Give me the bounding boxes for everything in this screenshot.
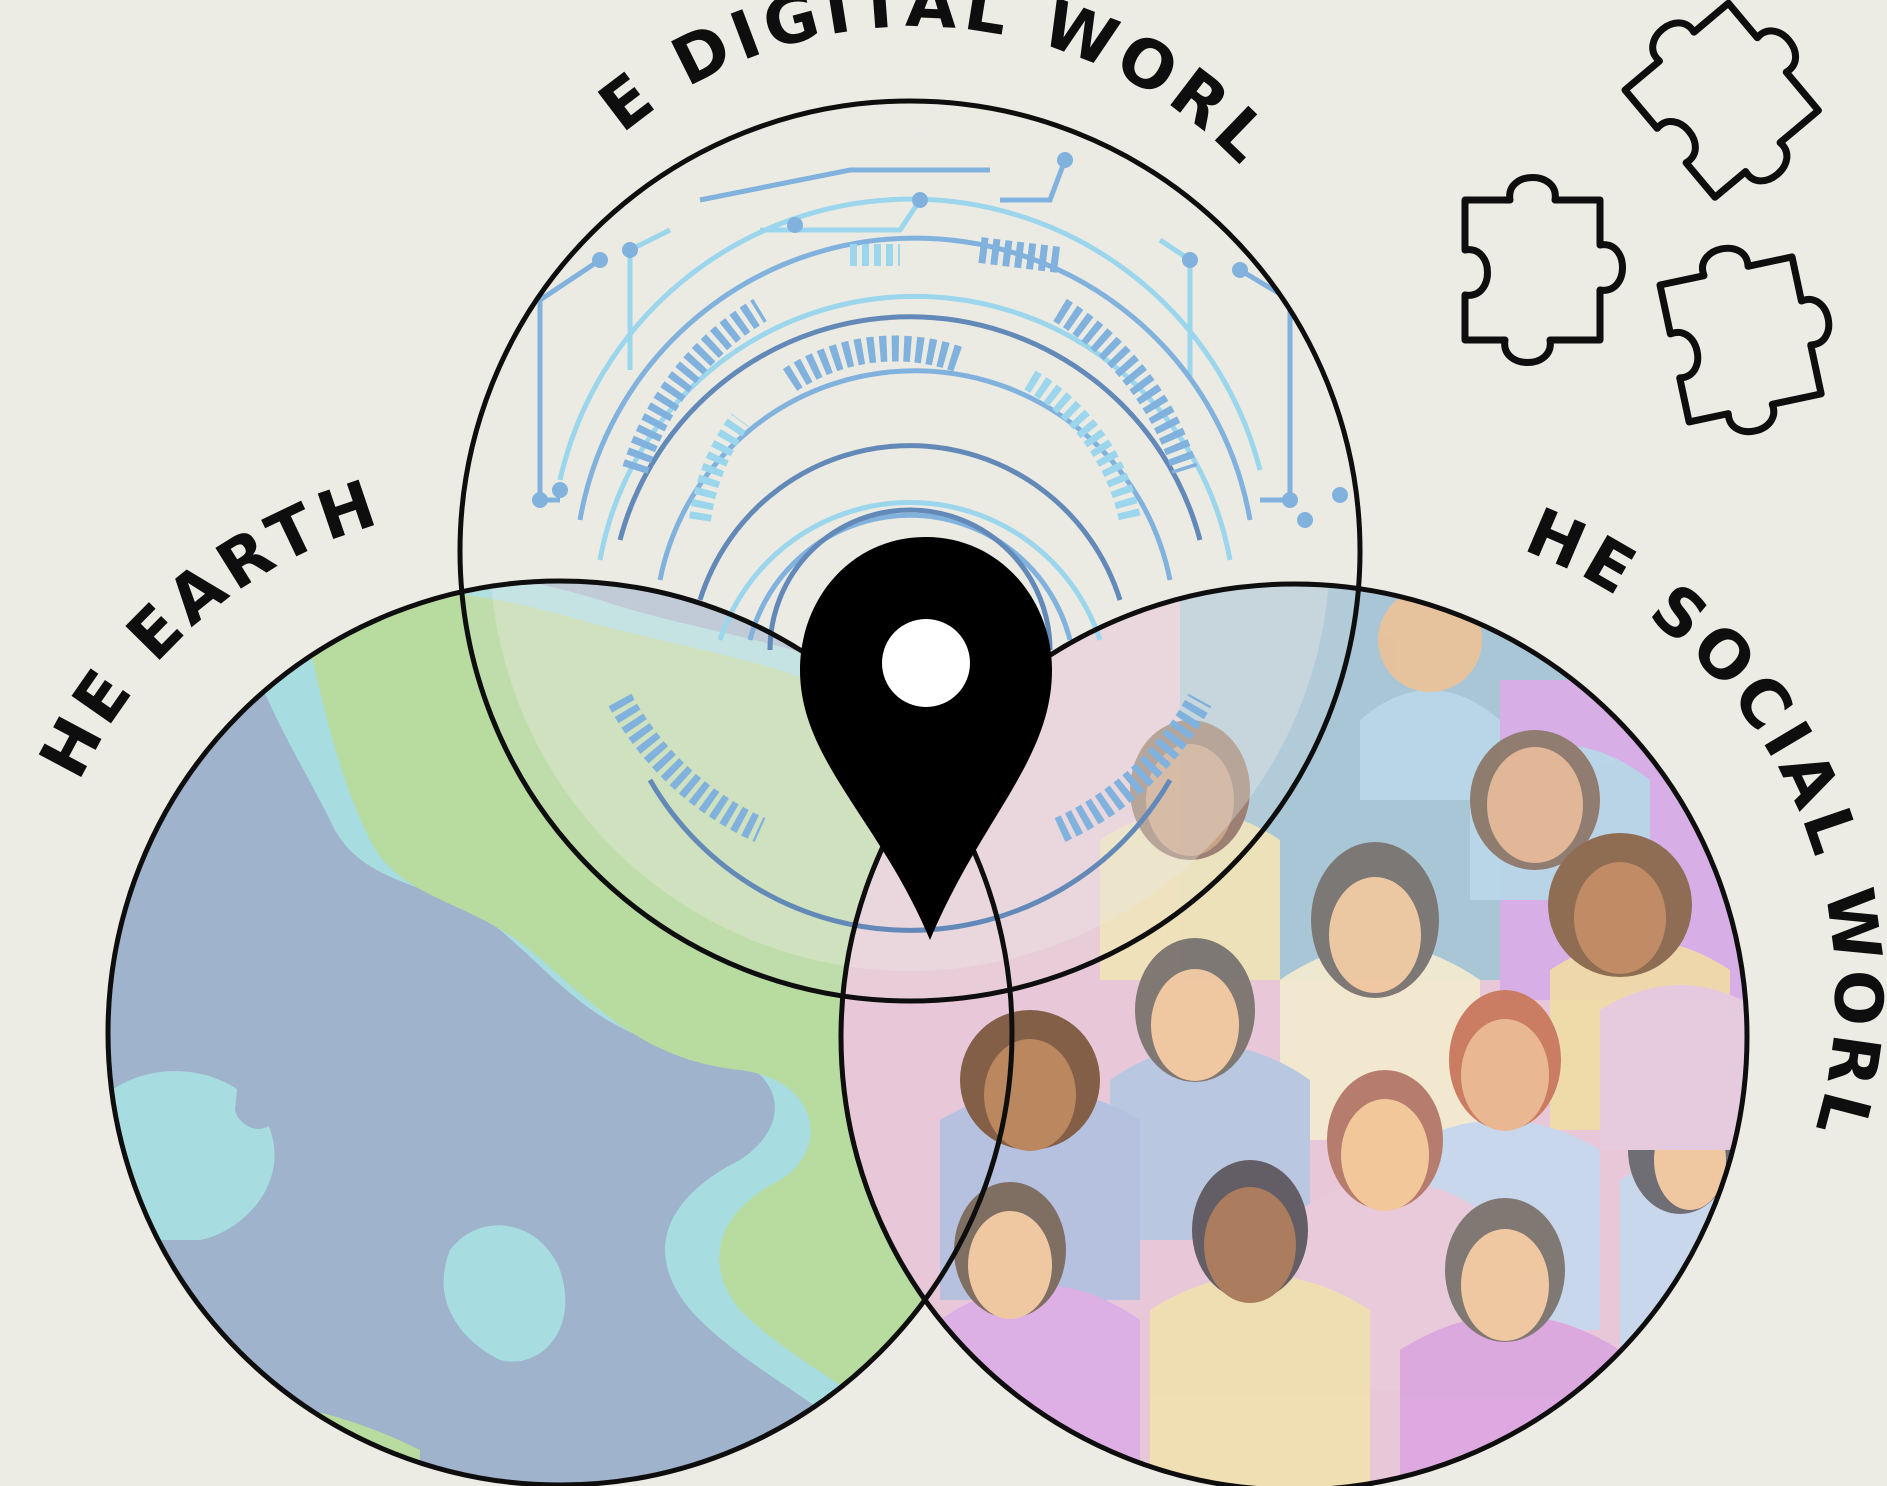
location-pin-icon [800, 537, 1052, 940]
social-world-circle [838, 581, 1750, 1486]
digital-world-circle [457, 98, 1363, 1004]
puzzle-piece-icon [1461, 174, 1626, 366]
puzzle-piece-icon [1621, 0, 1822, 201]
earth-circle [105, 578, 1015, 1486]
puzzle-piece-icon [1656, 244, 1833, 435]
